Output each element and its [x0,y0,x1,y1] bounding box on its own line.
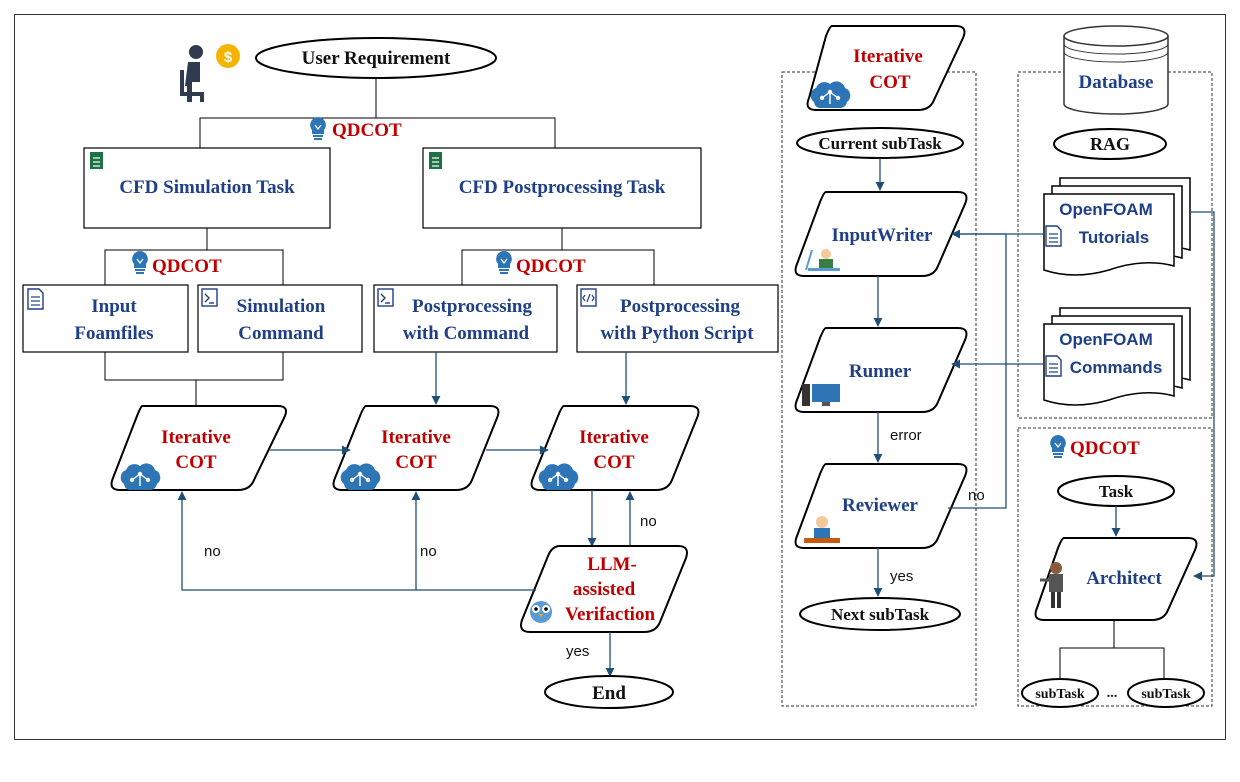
input-foamfiles-line2: Foamfiles [74,323,153,344]
post-command-box [373,284,558,353]
reviewer-label: Reviewer [842,495,919,516]
post-python-line2: with Python Script [600,323,754,344]
error-label: error [890,427,922,444]
mid-iterative-line1: Iterative [853,46,923,67]
iterative-cot-header-node: Iterative COT [806,25,966,111]
architect-node: Architect [1034,537,1198,621]
no-label-mid: no [420,543,437,560]
iterative-cot-node-2: Iterative COT [332,405,500,491]
next-subtask-ellipse [799,597,961,631]
architect-label: Architect [1086,568,1162,589]
input-writer-label: InputWriter [832,225,934,246]
subtask-2-label: subTask [1141,687,1191,702]
verification-line2: assisted [573,579,636,600]
qdcot-right-label: QDCOT [1070,438,1140,459]
subtask-ellipsis: ... [1107,686,1118,701]
task-label: Task [1099,482,1134,501]
end-label: End [592,683,626,704]
yes-label-mid: yes [890,568,913,585]
llm-verification-node: LLM- assisted Verifaction [520,545,688,633]
subtask-1-label: subTask [1035,687,1085,702]
terminal-icon [201,288,218,307]
tutorials-line1: OpenFOAM [1059,200,1153,219]
iterative-cot-2-line1: Iterative [381,427,451,448]
qdcot-post-label: QDCOT [516,256,586,277]
openfoam-tutorials-docs: OpenFOAM Tutorials [1043,177,1191,276]
mid-iterative-line2: COT [869,72,911,93]
next-subtask-label: Next subTask [831,605,930,624]
qdcot-dashed-panel [1017,427,1213,707]
diagram-frame [14,14,1226,740]
openfoam-commands-docs: OpenFOAM Commands [1043,307,1191,406]
input-foamfiles-box [22,284,189,353]
code-file-icon [580,288,597,307]
tutorials-line2: Tutorials [1079,228,1150,247]
commands-line1: OpenFOAM [1059,330,1153,349]
post-command-line1: Postprocessing [412,296,532,317]
yes-label-left: yes [566,643,589,660]
computer-icon [802,384,840,406]
no-label-reviewer: no [968,487,985,504]
spreadsheet-icon [89,151,104,170]
simulation-command-box [197,284,363,353]
verification-line1: LLM- [587,554,637,575]
iterative-cot-3-line1: Iterative [579,427,649,448]
document-icon [1045,225,1062,247]
bulb-brain-icon [131,250,149,275]
terminal-icon [377,288,394,307]
owl-icon [530,601,552,623]
document-icon [27,288,44,310]
user-money-icon: $ [180,44,240,102]
bulb-brain-icon [1049,434,1067,459]
iterative-cot-node-3: Iterative COT [530,405,700,491]
reviewer-node: Reviewer [794,463,968,549]
input-foamfiles-line1: Input [91,296,137,317]
architect-person-icon [1040,562,1063,608]
svg-text:$: $ [224,49,233,66]
no-label-left: no [204,543,221,560]
verification-line3: Verifaction [565,604,655,625]
document-icon [1045,355,1062,377]
database-label: Database [1079,72,1154,93]
commands-line2: Commands [1070,358,1163,377]
runner-node: Runner [794,327,968,413]
subtask-ellipse-2 [1127,678,1205,708]
reviewer-person-icon [804,516,840,543]
user-requirement-label: User Requirement [302,48,451,69]
rag-ellipse [1053,128,1167,160]
subtask-ellipse-1 [1021,678,1099,708]
runner-label: Runner [849,361,912,382]
iterative-cot-2-line2: COT [395,452,437,473]
cfd-postprocessing-task-box [422,147,702,229]
post-python-line1: Postprocessing [620,296,740,317]
writer-person-icon [805,249,840,271]
bulb-brain-icon [495,250,513,275]
post-command-line2: with Command [403,323,530,344]
iterative-cot-node-1: Iterative COT [110,405,287,491]
iterative-cot-1-line1: Iterative [161,427,231,448]
end-ellipse [544,675,674,709]
current-subtask-label: Current subTask [818,134,942,153]
input-writer-node: InputWriter [794,191,968,277]
qdcot-sim-label: QDCOT [152,256,222,277]
no-label-verify: no [640,513,657,530]
cfd-simulation-task-label: CFD Simulation Task [119,177,295,198]
qdcot-top-label: QDCOT [332,120,402,141]
simulation-command-line2: Command [238,323,324,344]
database-cylinder: Database [1063,25,1169,115]
post-python-box [576,284,779,353]
cfd-postprocessing-task-label: CFD Postprocessing Task [459,177,666,198]
simulation-command-line1: Simulation [237,296,326,317]
rag-label: RAG [1090,134,1130,154]
iterative-cot-3-line2: COT [593,452,635,473]
bulb-brain-icon [309,116,327,141]
iterative-cot-1-line2: COT [175,452,217,473]
spreadsheet-icon [428,151,443,170]
